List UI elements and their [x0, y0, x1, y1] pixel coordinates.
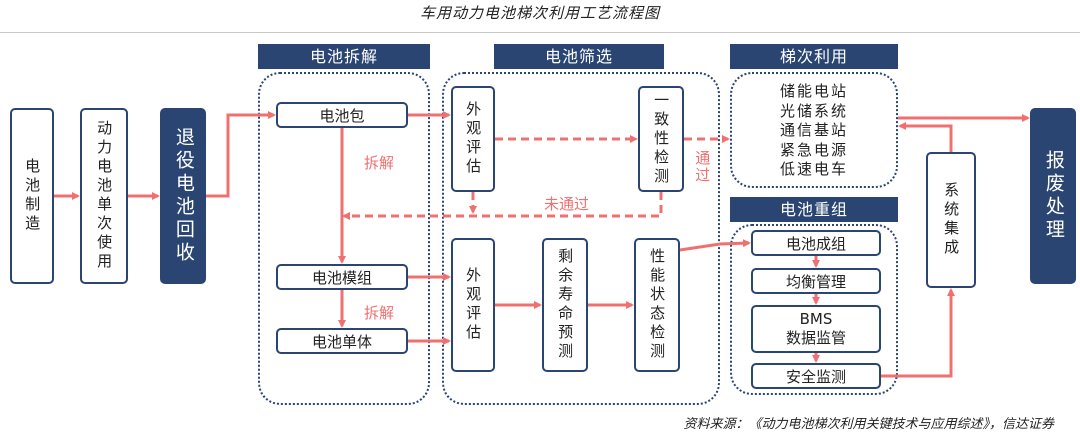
bms-line-1: BMS [799, 309, 833, 328]
box-single-use: 动力电池单次使用 [80, 108, 128, 284]
arrow-safety-to-integration [881, 288, 955, 378]
arrow-fail-return [342, 192, 663, 220]
label-fail: 未通过 [544, 195, 590, 213]
header-cascade-use: 梯次利用 [730, 44, 898, 69]
application-item: 储能电站 [779, 82, 848, 101]
group-disassembly [258, 72, 430, 405]
box-appearance-1: 外观评估 [451, 86, 495, 192]
label-pass: 通过 [693, 150, 712, 184]
arrow-integration-to-applications [898, 122, 953, 152]
label-disassemble-2: 拆解 [364, 304, 395, 322]
label-disassemble-1: 拆解 [364, 154, 395, 172]
applications-list: 储能电站 光储系统 通信基站 紧急电源 低速电车 [740, 80, 888, 182]
box-cell: 电池单体 [276, 328, 408, 354]
box-consistency: 一致性检测 [638, 86, 684, 192]
box-pack: 电池包 [276, 102, 408, 128]
box-scrap: 报废处理 [1030, 108, 1076, 284]
application-item: 低速电车 [779, 160, 848, 179]
application-item: 通信基站 [779, 121, 848, 140]
group-regroup [730, 224, 898, 395]
application-item: 光储系统 [779, 101, 848, 120]
box-module: 电池模组 [276, 264, 408, 290]
box-integration: 系统集成 [926, 152, 976, 288]
box-group-build: 电池成组 [751, 230, 881, 256]
box-remaining-life: 剩余寿命预测 [542, 238, 588, 372]
header-regroup: 电池重组 [730, 197, 898, 222]
title-divider [0, 32, 1080, 33]
box-safety: 安全监测 [751, 363, 881, 389]
box-balance: 均衡管理 [751, 268, 881, 294]
box-bms: BMS 数据监管 [751, 305, 881, 353]
header-screening: 电池筛选 [494, 44, 664, 69]
box-retire: 退役电池回收 [160, 108, 206, 284]
arrow-retire-to-pack [206, 111, 276, 198]
source-note: 资料来源：《动力电池梯次利用关键技术与应用综述》，信达证券 [683, 417, 1054, 432]
arrow-performance-to-regroup [679, 239, 751, 252]
diagram-title: 车用动力电池梯次利用工艺流程图 [419, 4, 660, 22]
group-screening [442, 72, 720, 405]
box-manufacture: 电池制造 [10, 108, 54, 284]
application-item: 紧急电源 [779, 140, 848, 159]
box-performance: 性能状态检测 [634, 238, 680, 372]
header-disassembly: 电池拆解 [258, 44, 430, 69]
box-appearance-2: 外观评估 [451, 238, 495, 372]
bms-line-2: 数据监管 [785, 329, 846, 347]
group-cascade-use [730, 72, 898, 188]
